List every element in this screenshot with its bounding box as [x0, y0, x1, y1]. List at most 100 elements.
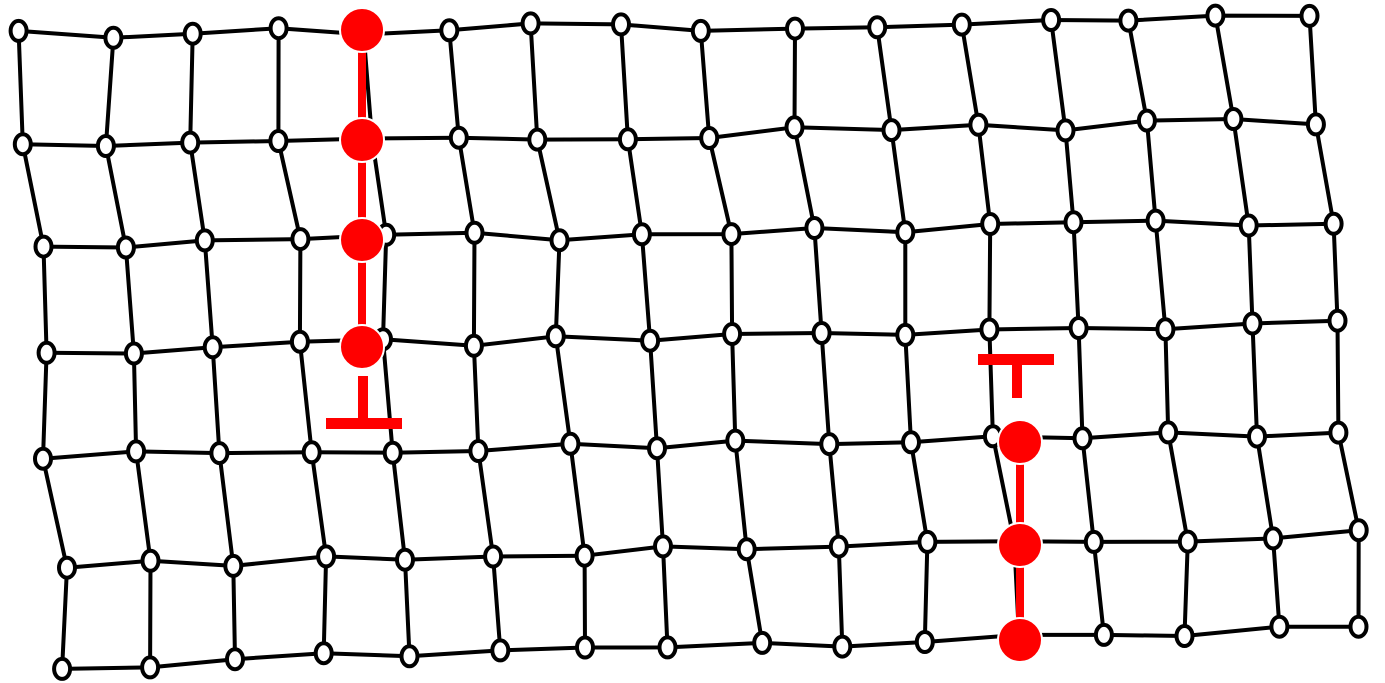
lattice-row-line: [44, 221, 1334, 248]
lattice-atom: [270, 131, 286, 151]
lattice-row-line: [67, 530, 1359, 568]
lattice-atom: [316, 643, 332, 663]
lattice-atom: [548, 326, 564, 346]
lattice-atom: [197, 230, 213, 250]
lattice-atom: [227, 649, 243, 669]
lattice-atom: [1265, 528, 1281, 548]
lattice-atom: [884, 120, 900, 140]
extra-plane-atom: [998, 618, 1042, 662]
lattice-atom: [35, 449, 51, 469]
lattice-atom: [1066, 212, 1082, 232]
lattice-atom: [1180, 532, 1196, 552]
lattice-atom: [39, 343, 55, 363]
lattice-atom: [649, 438, 665, 458]
lattice-atom: [1096, 625, 1112, 645]
extra-plane-atom: [998, 523, 1042, 567]
lattice-atom: [739, 539, 755, 559]
lattice-row-line: [19, 16, 1310, 38]
lattice-atom: [787, 19, 803, 39]
extra-plane-atom: [998, 420, 1042, 464]
lattice-atom: [128, 441, 144, 461]
lattice-atom: [185, 24, 201, 44]
lattice-atom: [1139, 111, 1155, 131]
lattice-atom: [1075, 428, 1091, 448]
lattice-atom: [54, 659, 70, 679]
lattice-atom: [182, 133, 198, 153]
lattice-atom: [1249, 427, 1265, 447]
lattice-atom: [970, 115, 986, 135]
lattice-atom: [1241, 216, 1257, 236]
lattice-atom: [562, 434, 578, 454]
dislocation-layer: [326, 8, 1054, 662]
lattice-atom: [271, 18, 287, 38]
lattice-atom: [1225, 109, 1241, 129]
lattice-atom: [142, 657, 158, 677]
lattice-atom: [1351, 520, 1367, 540]
lattice-atom: [1086, 532, 1102, 552]
lattice-atom: [954, 15, 970, 35]
lattice-atom: [402, 646, 418, 666]
lattice-row-line: [23, 119, 1316, 146]
lattice-atom: [787, 117, 803, 137]
lattice-atom: [634, 224, 650, 244]
lattice-atom: [1351, 617, 1367, 637]
lattice-atom: [642, 331, 658, 351]
lattice-atom: [485, 547, 501, 567]
lattice-atom: [724, 324, 740, 344]
lattice-atom: [1058, 120, 1074, 140]
lattice-atom: [1326, 214, 1342, 234]
lattice-atom: [919, 532, 935, 552]
lattice-atom: [59, 558, 75, 578]
extra-plane-atom: [340, 8, 384, 52]
lattice-atom: [385, 443, 401, 463]
lattice-atom: [1071, 318, 1087, 338]
lattice-atom: [492, 640, 508, 660]
lattice-atom: [613, 14, 629, 34]
lattice-atom: [1245, 314, 1261, 334]
lattice-atom: [1207, 6, 1223, 26]
lattice-atom: [105, 28, 121, 48]
lattice-atom: [834, 637, 850, 657]
lattice-atom: [292, 332, 308, 352]
lattice-atom: [211, 443, 227, 463]
lattice-row-line: [62, 627, 1358, 669]
lattice-atom: [727, 431, 743, 451]
lattice-atom: [1302, 6, 1318, 26]
lattice-atom: [397, 550, 413, 570]
lattice-atom: [821, 434, 837, 454]
lattice-atom: [466, 336, 482, 356]
lattice-atom: [11, 21, 27, 41]
lattice-atom: [15, 134, 31, 154]
lattice-atoms: [11, 6, 1367, 679]
lattice-atom: [126, 344, 142, 364]
dislocation-positive: [326, 8, 402, 429]
dislocation-symbol-stem: [358, 376, 368, 424]
lattice-atom: [723, 224, 739, 244]
extra-plane-atom: [340, 218, 384, 262]
lattice-atom: [1271, 617, 1287, 637]
lattice-atom: [143, 551, 159, 571]
lattice-atom: [1157, 319, 1173, 339]
extra-plane-atom: [340, 118, 384, 162]
lattice-atom: [1148, 211, 1164, 231]
lattice-atom: [523, 13, 539, 33]
lattice-atom: [529, 130, 545, 150]
lattice-atom: [1177, 626, 1193, 646]
lattice-atom: [451, 128, 467, 148]
lattice-row-line: [43, 432, 1338, 458]
lattice-atom: [318, 546, 334, 566]
lattice-atom: [831, 537, 847, 557]
lattice-atom: [660, 637, 676, 657]
lattice-atom: [869, 17, 885, 37]
lattice-atom: [655, 536, 671, 556]
lattice-atom: [1308, 114, 1324, 134]
dislocation-negative: [978, 354, 1054, 662]
lattice-atom: [620, 129, 636, 149]
lattice-atom: [897, 325, 913, 345]
lattice-atom: [982, 214, 998, 234]
lattice-atom: [897, 222, 913, 242]
lattice-atom: [470, 441, 486, 461]
lattice-atom: [552, 230, 568, 250]
lattice-atom: [441, 20, 457, 40]
